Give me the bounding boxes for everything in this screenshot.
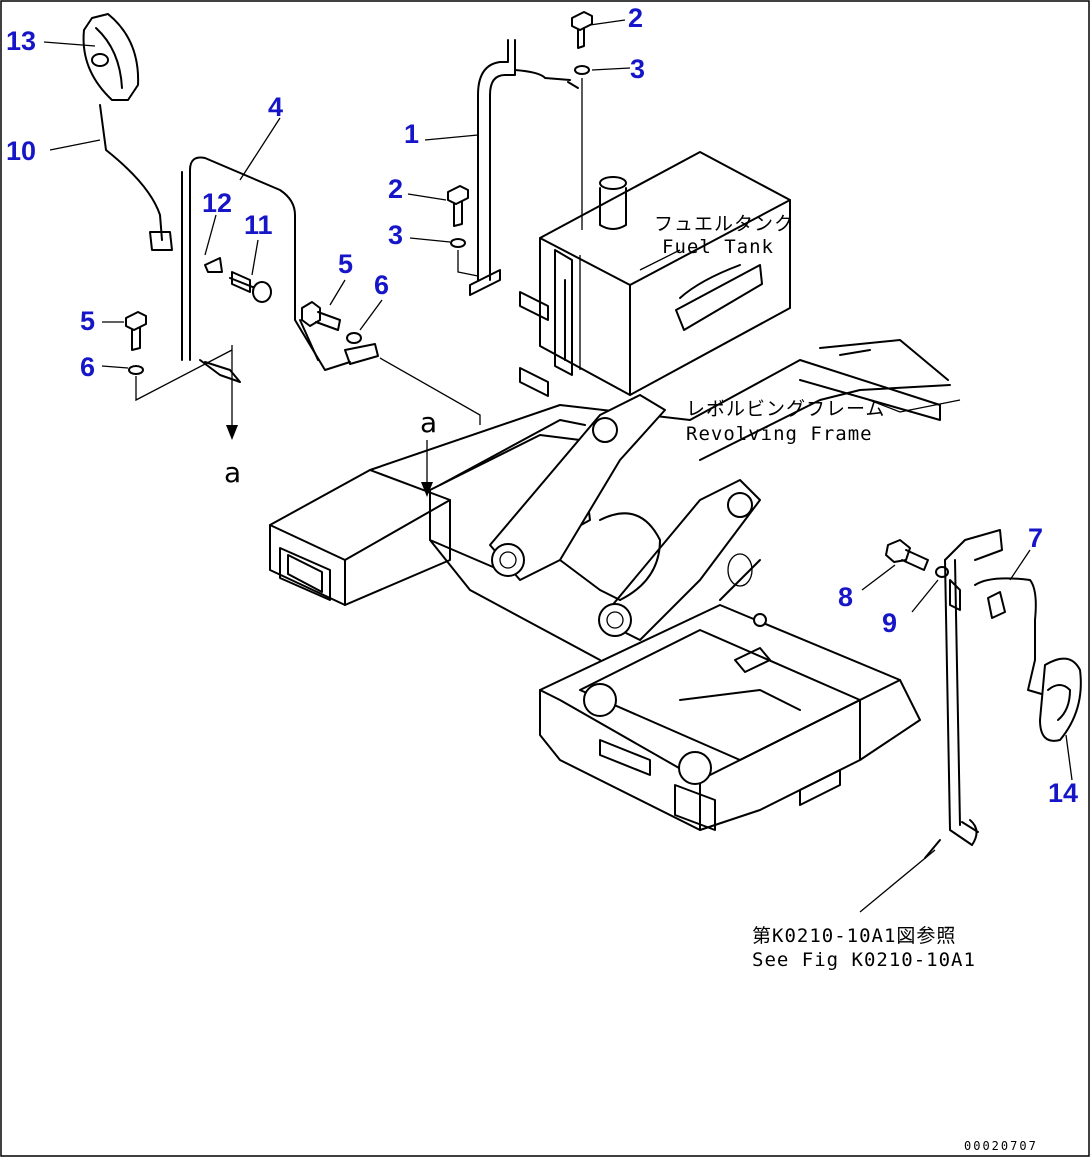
callout-8: 8 [838, 582, 853, 612]
fuel-tank-label-jp: フュエルタンク [654, 213, 794, 235]
bolt-8 [885, 539, 929, 571]
callout-3-mid: 3 [388, 220, 403, 250]
callout-3-upper: 3 [630, 54, 645, 84]
leader-line [457, 250, 479, 277]
see-fig-label-en: See Fig K0210-10A1 [752, 949, 976, 971]
callout-4: 4 [268, 92, 283, 122]
drawing-number: 00020707 [964, 1139, 1038, 1153]
pipe-assembly-1 [469, 39, 579, 296]
bolt-5-mid [301, 301, 341, 331]
leader-lines [43, 19, 1073, 781]
callout-2-upper: 2 [628, 3, 643, 33]
callout-6-mid: 6 [374, 270, 389, 300]
callout-5-left: 5 [80, 306, 95, 336]
leader-line [859, 849, 936, 913]
see-fig-label-jp: 第K0210-10A1図参照 [752, 925, 956, 947]
callout-5-mid: 5 [338, 249, 353, 279]
callout-9: 9 [882, 608, 897, 638]
callout-1: 1 [404, 119, 419, 149]
revolving-frame [269, 339, 951, 831]
handrail-4 [181, 156, 379, 383]
fuel-tank [519, 151, 791, 397]
washer-3-upper [574, 65, 590, 75]
leader-line [379, 357, 481, 425]
callout-14: 14 [1048, 778, 1078, 808]
leader-line [135, 349, 233, 402]
bolt-2-upper [571, 11, 593, 49]
callout-12: 12 [202, 188, 232, 218]
mirror-13 [82, 13, 140, 101]
callout-13: 13 [6, 26, 36, 56]
bolt-shank [924, 839, 941, 859]
washer-9 [935, 566, 949, 578]
washer-12 [204, 257, 223, 273]
bolt-11 [229, 271, 272, 303]
revolving-frame-label-en: Revolving Frame [686, 423, 873, 445]
revolving-frame-label-jp: レボルビングフレーム [686, 398, 885, 420]
view-label-a-left: a [224, 456, 241, 489]
washer-3-mid [450, 238, 466, 248]
washer-6-mid [346, 332, 362, 344]
bolt-2-mid [447, 185, 469, 227]
callout-2-mid: 2 [388, 174, 403, 204]
callout-7: 7 [1028, 523, 1043, 553]
handrail-7 [944, 529, 1003, 846]
washer-6-left [128, 365, 144, 375]
bolt-5-left [125, 311, 147, 351]
mirror-stay-10 [99, 104, 173, 251]
callout-6-left: 6 [80, 352, 95, 382]
callout-10: 10 [6, 136, 36, 166]
arrowhead [226, 425, 238, 440]
view-label-a-top: a [420, 406, 437, 439]
arrowhead [421, 482, 433, 497]
mirror-14 [1039, 657, 1082, 742]
fuel-tank-label-en: Fuel Tank [662, 236, 774, 258]
mirror-stay-7 [974, 577, 1046, 696]
callout-11: 11 [244, 210, 273, 240]
